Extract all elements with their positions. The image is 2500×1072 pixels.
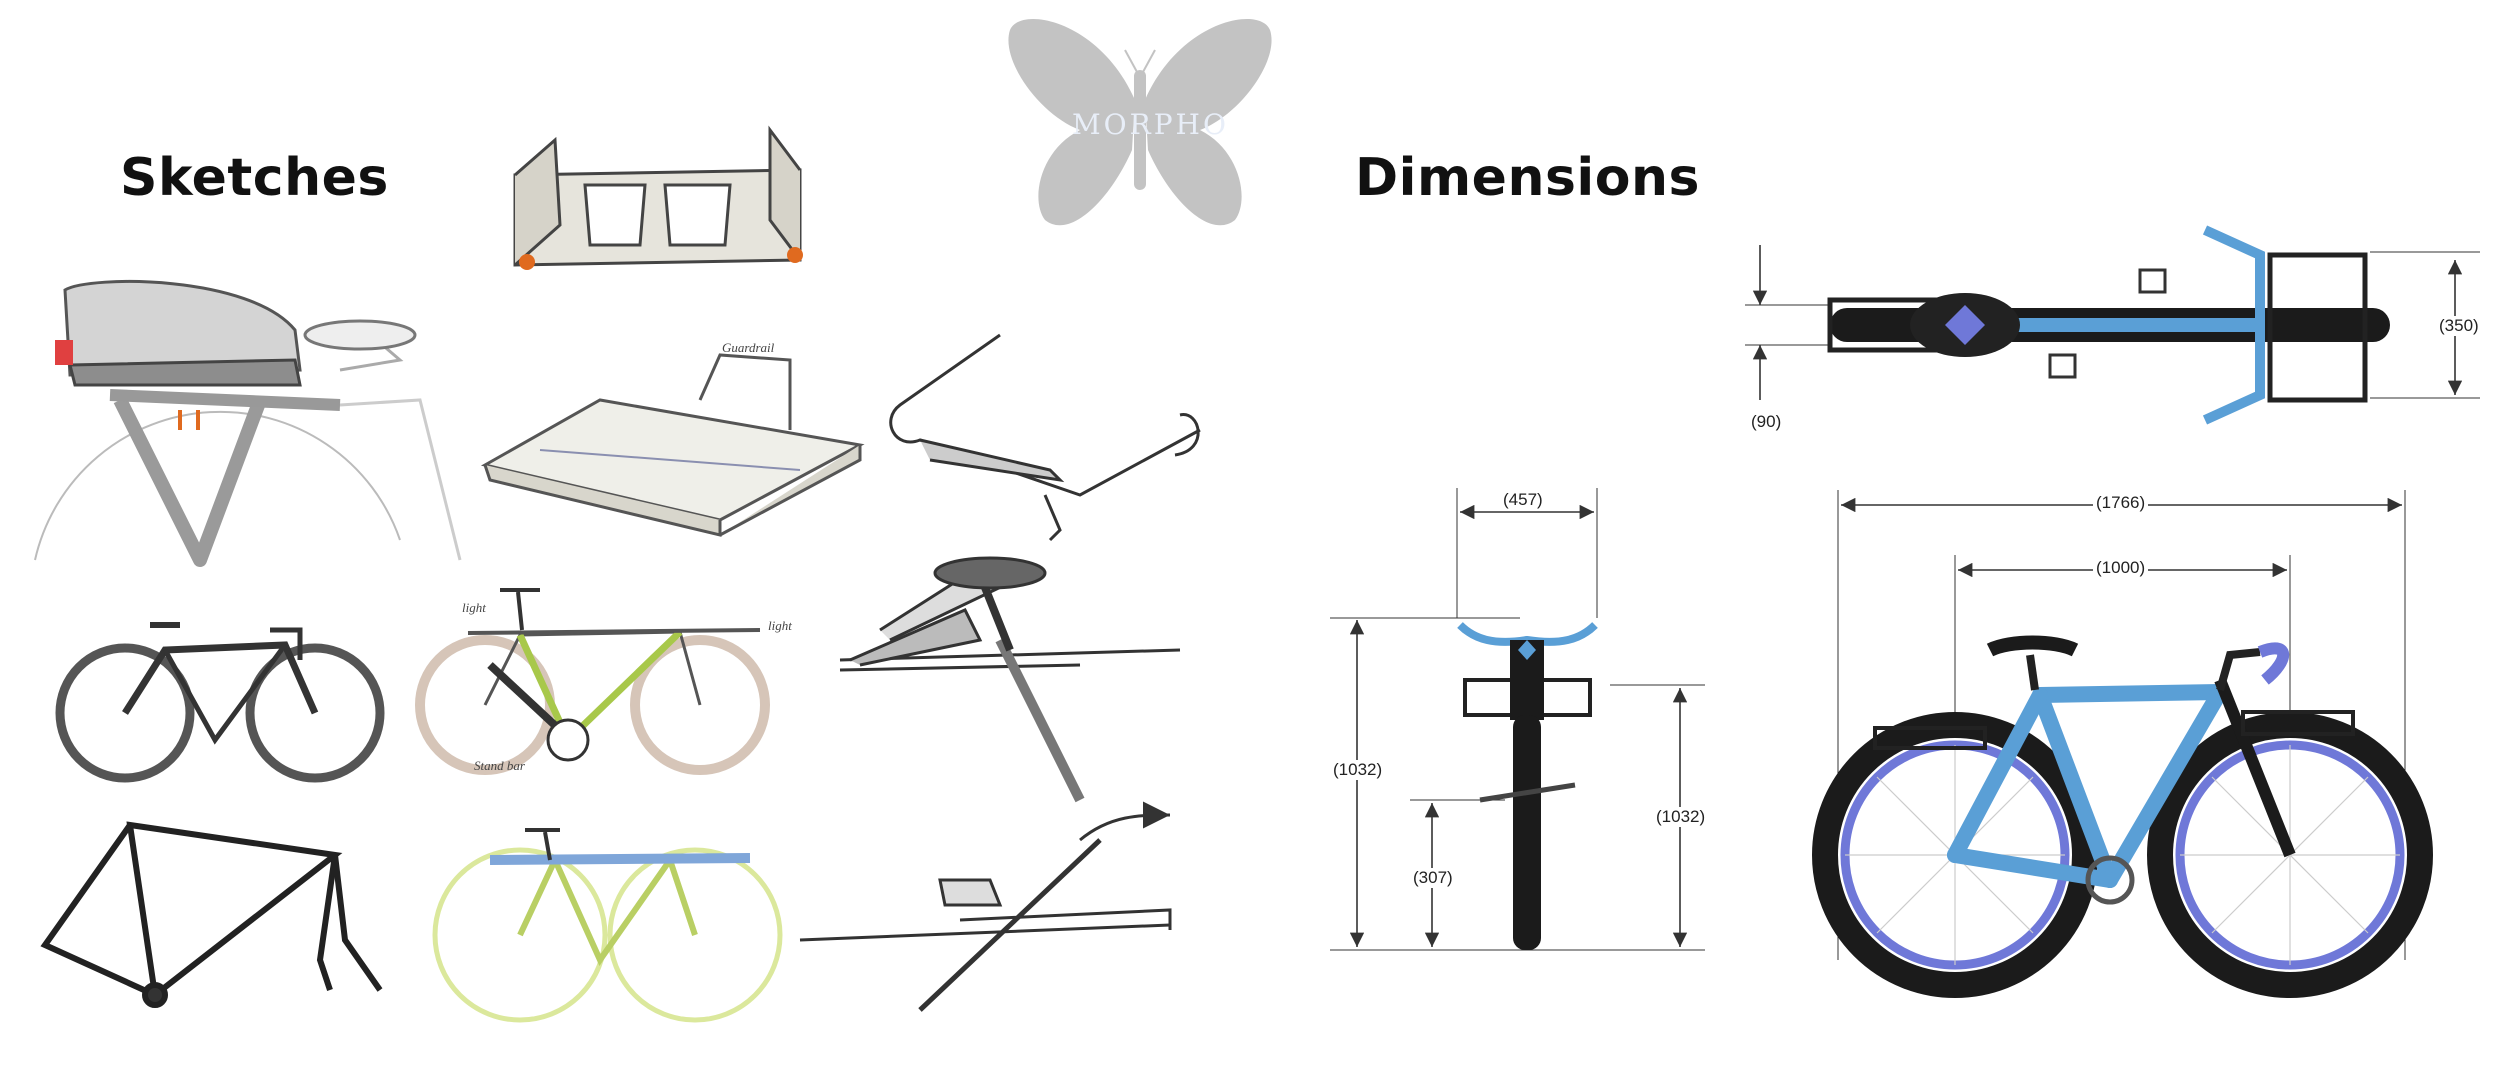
annotation-light-left: light bbox=[462, 600, 486, 615]
annotation-light-right: light bbox=[768, 618, 792, 633]
dimension-side-view bbox=[1812, 490, 2433, 998]
brand-wordmark: MORPHO bbox=[1072, 108, 1229, 141]
sketch-kickstand bbox=[889, 333, 1201, 542]
sketch-green-bike bbox=[415, 588, 770, 775]
sketches-heading: Sketches bbox=[120, 148, 389, 208]
annotation-stand-bar: Stand bar bbox=[474, 758, 525, 773]
dimension-top-view bbox=[1745, 225, 2480, 425]
dim-label-side-wheelbase: (1000) bbox=[2093, 558, 2149, 578]
sketch-futuristic-bike bbox=[55, 622, 385, 783]
butterfly-icon bbox=[1008, 18, 1272, 226]
sketch-rear-rack-box bbox=[34, 279, 462, 567]
sketch-folding-stem bbox=[799, 801, 1172, 1012]
sketch-basket-rack bbox=[513, 125, 803, 270]
dim-label-front-width: (457) bbox=[1500, 490, 1546, 510]
dim-label-front-pedal: (307) bbox=[1410, 868, 1456, 888]
dim-label-front-height-left: (1032) bbox=[1330, 760, 1386, 780]
dim-label-side-length: (1766) bbox=[2093, 493, 2149, 513]
sketch-guardrail-rack bbox=[480, 353, 865, 537]
sketch-seat-hinge bbox=[839, 556, 1181, 803]
dim-label-front-height-right: (1032) bbox=[1653, 807, 1709, 827]
annotation-guardrail: Guardrail bbox=[722, 340, 775, 355]
dim-label-top-offset: (90) bbox=[1748, 412, 1785, 432]
dimensions-heading: Dimensions bbox=[1355, 148, 1700, 208]
sketch-blue-green-bike bbox=[432, 828, 783, 1023]
sketch-frame bbox=[40, 821, 383, 1008]
dimension-front-view bbox=[1330, 488, 1705, 951]
dim-label-top-width: (350) bbox=[2436, 316, 2482, 336]
